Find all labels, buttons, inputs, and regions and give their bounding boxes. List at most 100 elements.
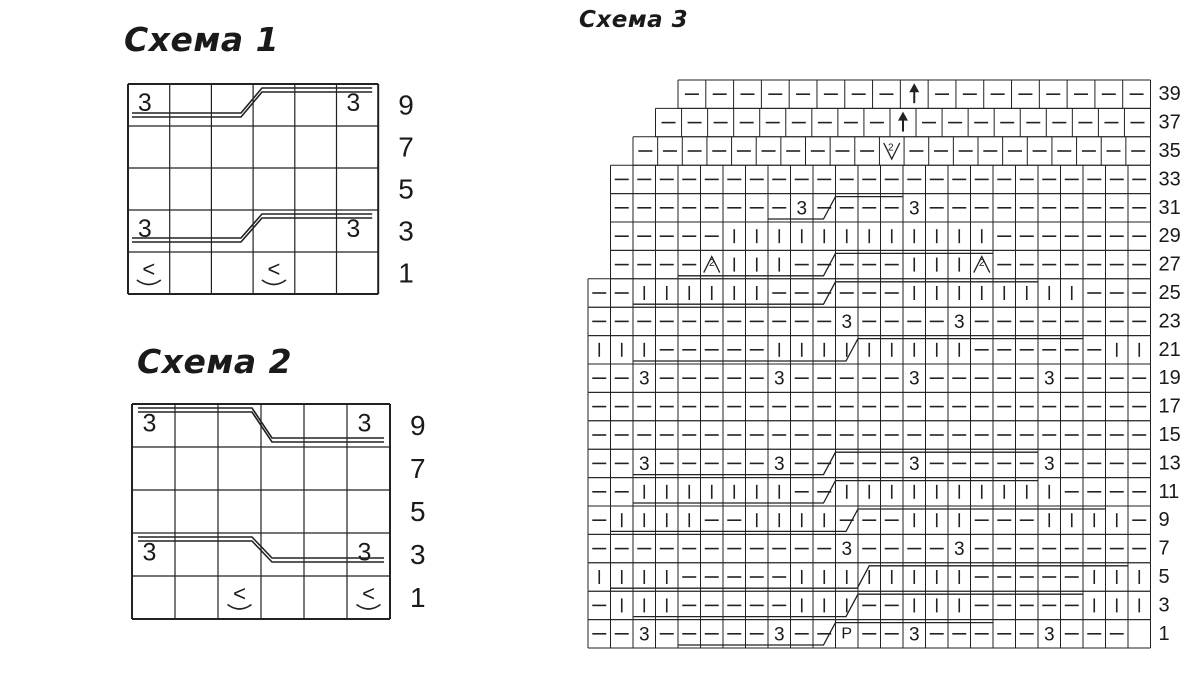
scheme-1-grid: 3 3 3 3 < <9 7 5 3 1	[127, 83, 414, 295]
decrease-symbol: <	[142, 257, 155, 282]
row-number: 33	[1159, 168, 1181, 190]
row-number: 7	[410, 453, 426, 484]
row-number: 5	[410, 496, 426, 527]
cable-line	[633, 593, 1083, 618]
row-number: 9	[1159, 509, 1170, 531]
cross-3-symbol: 3	[796, 198, 807, 219]
row-number: 39	[1159, 83, 1181, 105]
row-number: 23	[1159, 310, 1181, 332]
cross-3-symbol: 3	[774, 369, 785, 390]
row-number: 13	[1159, 452, 1181, 474]
cross-3-symbol: 3	[1044, 454, 1055, 475]
cable-line	[138, 536, 384, 559]
cross-3-symbol: 3	[841, 312, 852, 333]
cable-line	[132, 213, 373, 239]
arrow-up-icon	[898, 111, 908, 121]
cable-line	[610, 565, 1128, 589]
cross-3-symbol: 3	[954, 539, 965, 560]
cross-3-symbol: 3	[841, 539, 852, 560]
arrow-up-icon	[909, 83, 920, 93]
cross-3-symbol: 3	[138, 89, 152, 117]
cable-line	[132, 91, 373, 118]
cable-line	[768, 195, 903, 220]
decrease-2-frame	[883, 142, 901, 161]
cable-line	[678, 252, 993, 277]
row-number: 9	[410, 410, 426, 441]
cross-3-symbol: 3	[909, 369, 920, 390]
row-number: 9	[398, 90, 414, 121]
cross-3-symbol: 3	[639, 624, 650, 645]
row-number: 11	[1159, 481, 1180, 503]
decrease-arc	[356, 603, 381, 610]
cable-line	[138, 411, 384, 443]
decrease-arc	[227, 603, 252, 610]
row-number: 1	[410, 582, 426, 613]
row-number: 15	[1159, 424, 1181, 446]
cross-3-symbol: 3	[909, 624, 920, 645]
cross-3-symbol: 3	[138, 215, 152, 243]
cable-line	[132, 87, 373, 114]
slip-2-symbol: 2	[979, 258, 985, 269]
row-number: 3	[398, 216, 414, 247]
cross-3-symbol: 3	[346, 215, 360, 243]
cross-3-symbol: 3	[1044, 624, 1055, 645]
cable-line	[633, 337, 1083, 362]
cable-line	[633, 281, 1038, 305]
row-number: 5	[1159, 566, 1170, 588]
decrease-arc	[261, 279, 287, 286]
cable-line	[633, 479, 1038, 504]
cross-3-symbol: 3	[639, 454, 650, 475]
decrease-2-symbol: 2	[888, 143, 894, 154]
row-number: 5	[398, 174, 414, 205]
grid-lines	[131, 403, 391, 620]
slip-2-frame	[703, 255, 721, 273]
scheme-2-grid: 3 3 3 3 < <9 7 5 3 1	[131, 403, 426, 620]
cable-line	[633, 451, 1038, 476]
row-number: 27	[1159, 254, 1181, 276]
cable-line	[678, 621, 993, 646]
row-number: 17	[1159, 396, 1181, 418]
decrease-symbol: <	[268, 257, 281, 282]
cross-3-symbol: 3	[909, 454, 920, 475]
slip-2-frame	[973, 255, 991, 273]
decrease-arc	[136, 279, 162, 286]
row-number: 29	[1159, 225, 1181, 247]
row-number: 3	[1159, 594, 1170, 616]
pattern-marker: P	[841, 625, 852, 642]
row-number: 37	[1159, 112, 1181, 134]
cross-3-symbol: 3	[774, 624, 785, 645]
cross-3-symbol: 3	[358, 410, 372, 438]
scheme-3-title: Схема 3	[579, 7, 689, 33]
cable-line	[138, 407, 384, 439]
row-number: 21	[1159, 339, 1181, 361]
row-number: 25	[1159, 282, 1181, 304]
row-number: 1	[398, 258, 414, 289]
row-number: 31	[1159, 197, 1181, 219]
decrease-symbol: <	[233, 581, 246, 606]
cross-3-symbol: 3	[774, 454, 785, 475]
cable-line	[138, 540, 384, 563]
cable-line	[132, 217, 373, 243]
cross-3-symbol: 3	[909, 198, 920, 219]
row-number: 35	[1159, 140, 1181, 162]
row-number: 19	[1159, 367, 1181, 389]
slip-2-symbol: 2	[709, 258, 715, 269]
grid-lines	[587, 79, 1151, 649]
row-number: 7	[398, 132, 414, 163]
cross-3-symbol: 3	[1044, 369, 1055, 390]
decrease-symbol: <	[362, 581, 375, 606]
row-number: 7	[1159, 538, 1170, 560]
cross-3-symbol: 3	[143, 410, 157, 438]
row-number: 1	[1159, 623, 1170, 645]
grid-lines	[127, 83, 380, 295]
scheme-1-title: Схема 1	[124, 20, 280, 59]
scheme-2-title: Схема 2	[137, 342, 293, 381]
cross-3-symbol: 3	[346, 89, 360, 117]
row-number: 3	[410, 539, 426, 570]
cross-3-symbol: 3	[143, 539, 157, 567]
cable-line	[610, 508, 1106, 533]
cross-3-symbol: 3	[358, 539, 372, 567]
cross-3-symbol: 3	[639, 369, 650, 390]
cross-3-symbol: 3	[954, 312, 965, 333]
